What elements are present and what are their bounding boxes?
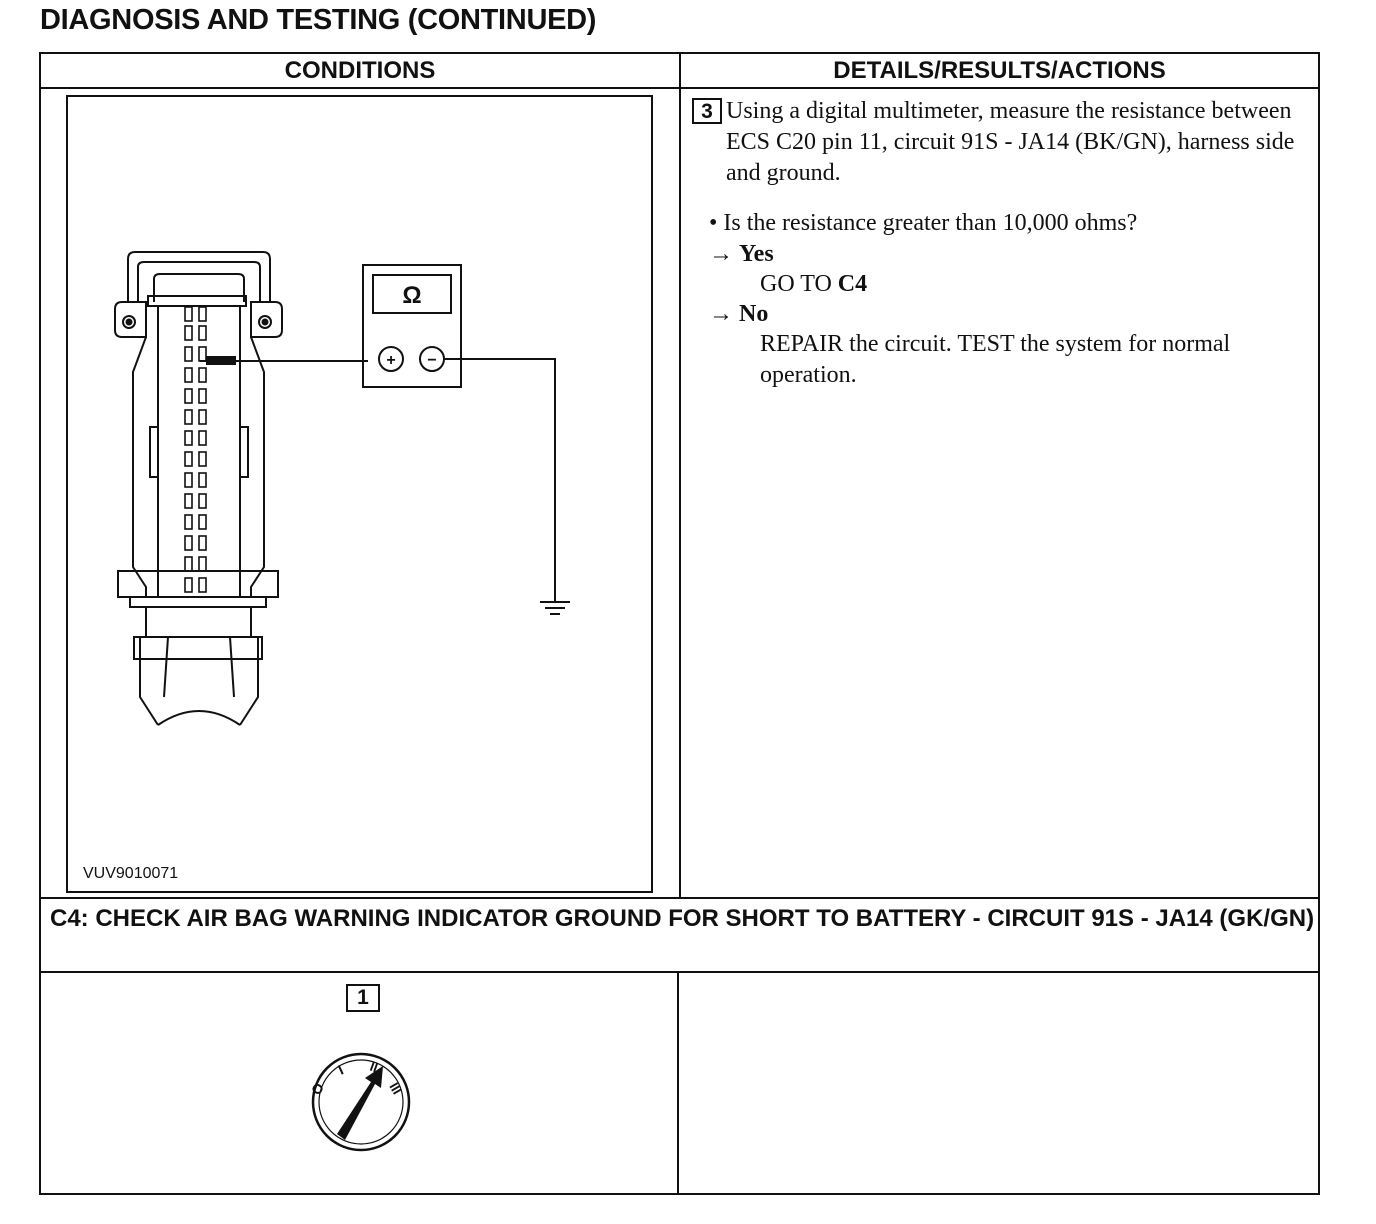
ignition-position-label: I [336,1062,346,1078]
figure-code: VUV9010071 [83,865,179,882]
conditions-header: CONDITIONS [284,57,436,84]
yes-branch: → Yes [709,239,774,270]
column-divider-bottom [677,971,679,1193]
right-arrow-icon: → [709,241,733,267]
step-number-badge: 1 [346,984,380,1012]
conditions-figure: Ω + − VUV9010071 [66,95,653,893]
yes-action-text: GO TO [760,271,838,297]
section-divider [41,897,1318,899]
no-branch: → No [709,299,768,330]
step3-instruction: Using a digital multimeter, measure the … [726,98,1295,186]
goto-link[interactable]: C4 [837,271,868,297]
section-title-divider [41,971,1318,973]
no-label: No [739,301,769,327]
step3-question: • Is the resistance greater than 10,000 … [709,210,1138,236]
ignition-position-label: II [368,1059,380,1076]
details-header: DETAILS/RESULTS/ACTIONS [833,57,1166,84]
connector-diagram: Ω + − [114,251,570,726]
yes-label: Yes [739,241,774,267]
section-c4-title: C4: CHECK AIR BAG WARNING INDICATOR GROU… [50,905,1315,932]
no-action: REPAIR the circuit. TEST the system for … [760,331,1231,388]
right-arrow-icon: → [709,301,733,327]
minus-terminal-label: − [427,352,436,369]
plus-terminal-label: + [386,352,395,369]
page-title: DIAGNOSIS AND TESTING (CONTINUED) [40,4,597,36]
ignition-switch-icon: O I II III [308,1052,411,1152]
yes-action: GO TO C4 [760,269,1310,300]
step-number-badge: 3 [692,98,722,124]
diagnosis-table: CONDITIONS DETAILS/RESULTS/ACTIONS [39,52,1320,1195]
column-divider-top [679,54,681,899]
ohm-symbol: Ω [402,282,421,309]
